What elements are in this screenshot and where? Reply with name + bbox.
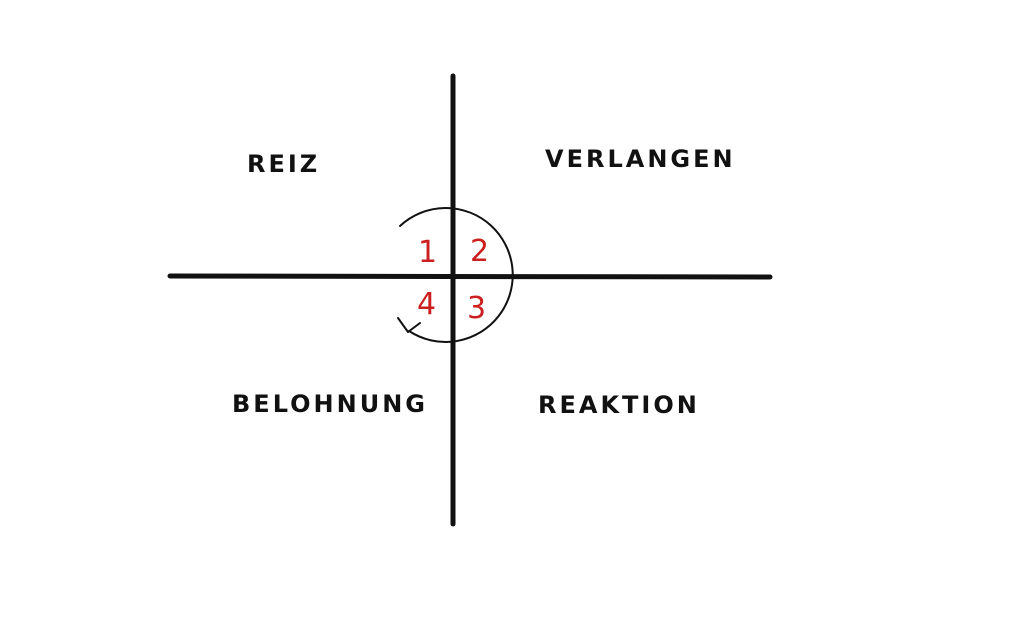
step-number-3: 3 [467, 291, 486, 326]
label-belohnung: BELOHNUNG [232, 390, 428, 418]
step-number-1: 1 [418, 235, 437, 270]
label-reaktion: REAKTION [538, 391, 700, 419]
label-reiz: REIZ [247, 150, 320, 178]
step-number-4: 4 [417, 287, 436, 322]
cycle-arc [399, 207, 514, 343]
label-verlangen: VERLANGEN [545, 145, 736, 173]
cycle-arrow-head-icon [397, 317, 421, 333]
step-number-2: 2 [470, 234, 489, 269]
horizontal-axis [167, 273, 773, 280]
